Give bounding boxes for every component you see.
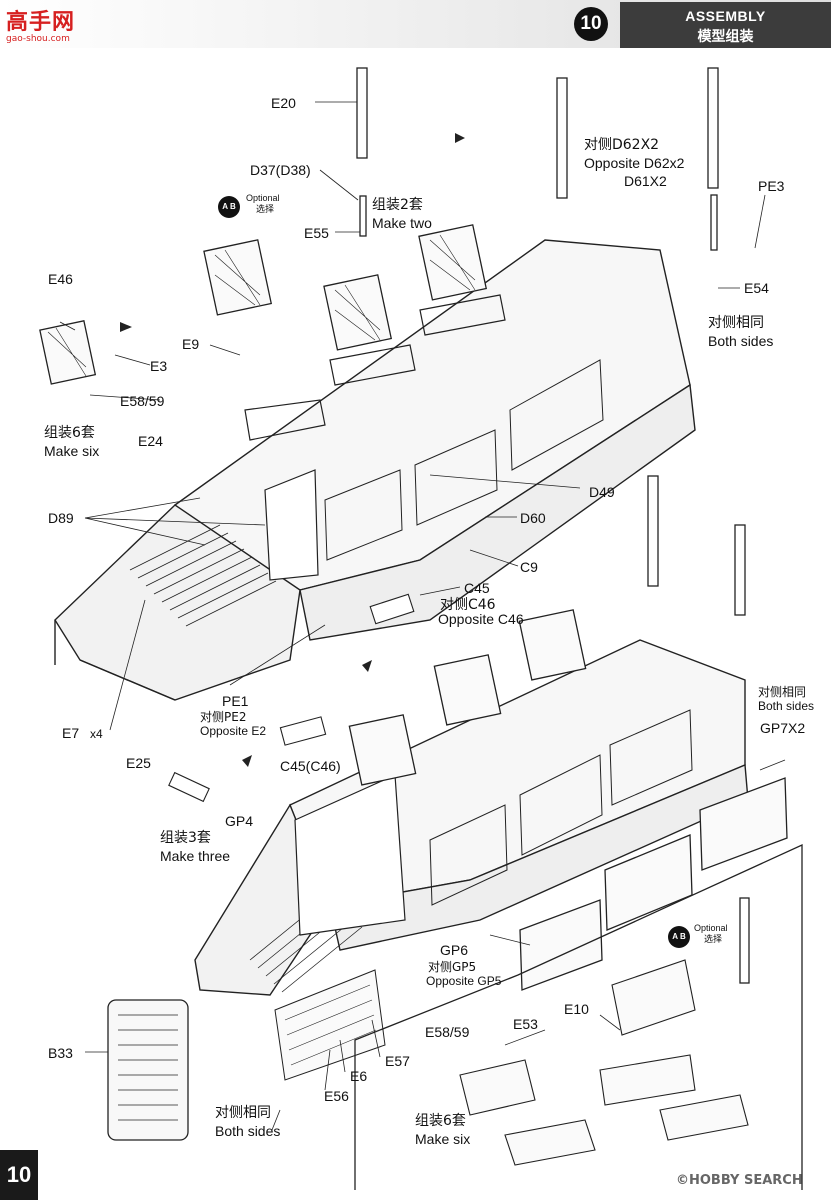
lower-windshield: [294, 774, 406, 936]
small-parts: [168, 593, 415, 803]
lower-leader-lines: [85, 759, 786, 1131]
note-en: Make two: [372, 215, 432, 231]
part-label: D60: [520, 510, 546, 526]
part-label: C45(C46): [280, 758, 341, 774]
note-en: Both sides: [215, 1123, 281, 1139]
radiator-b33: [107, 999, 189, 1141]
note-cn: 对侧PE2: [200, 710, 247, 724]
inset-parts: [459, 959, 749, 1166]
note-cn: 组装2套: [372, 197, 423, 213]
part-label: C45: [464, 580, 490, 596]
direction-arrows: [120, 133, 465, 767]
part-label: GP7X2: [760, 720, 806, 736]
part-label: E46: [48, 271, 73, 287]
upper-hatches: [39, 224, 488, 385]
note-cn: 组装6套: [44, 425, 95, 441]
part-quantity: x4: [90, 727, 103, 741]
part-label: B33: [48, 1045, 73, 1061]
front-grille-e6: [274, 969, 386, 1081]
part-label: PE3: [758, 178, 785, 194]
part-label: C9: [520, 559, 538, 575]
optional-label: Optional: [246, 193, 280, 203]
upper-antennas: [356, 67, 750, 984]
part-label: D89: [48, 510, 74, 526]
watermark: ©HOBBY SEARCH: [676, 1173, 803, 1188]
note-cn: 对侧C46: [440, 597, 496, 613]
part-label: E53: [513, 1016, 538, 1032]
note-cn: 对侧相同: [215, 1105, 271, 1121]
part-label: E58/59: [120, 393, 165, 409]
optional-badge: A B: [218, 196, 240, 218]
optional-label: Optional: [694, 923, 728, 933]
part-label: GP4: [225, 813, 254, 829]
note-en: Opposite D62x2: [584, 155, 685, 171]
part-label: E57: [385, 1053, 410, 1069]
note-en: Make six: [44, 443, 100, 459]
part-label: E24: [138, 433, 163, 449]
note-cn: 组装3套: [160, 830, 211, 846]
upper-side-windows: [324, 359, 604, 561]
optional-label-cn: 选择: [704, 935, 723, 945]
section-title: ASSEMBLY 模型组装: [620, 2, 831, 48]
note-en: Opposite GP5: [426, 974, 502, 988]
note-en: Make three: [160, 848, 231, 864]
note-en: Both sides: [708, 333, 774, 349]
upper-grille: [129, 524, 277, 627]
part-label: E3: [150, 358, 168, 374]
upper-seats: [244, 294, 506, 441]
part-label: E10: [564, 1001, 589, 1017]
optional-label-cn: 选择: [256, 205, 275, 215]
part-label: PE1: [222, 693, 249, 709]
part-label: D61X2: [624, 173, 667, 189]
lower-side-panels: [429, 709, 693, 906]
page-number: 10: [0, 1150, 38, 1200]
note-en: Both sides: [758, 699, 815, 713]
lower-window-plates: [519, 777, 788, 991]
part-label: E20: [271, 95, 296, 111]
note-en: Opposite C46: [438, 611, 524, 627]
note-cn: 组装6套: [415, 1113, 466, 1129]
note-cn: 对侧GP5: [428, 960, 477, 974]
part-label: E55: [304, 225, 329, 241]
title-english: ASSEMBLY: [685, 8, 766, 24]
part-label: E56: [324, 1088, 349, 1104]
upper-leader-lines: [59, 101, 766, 731]
part-label: D37(D38): [250, 162, 311, 178]
part-label: GP6: [440, 942, 469, 958]
optional-badge: A B: [668, 926, 690, 948]
inset-frame: [354, 843, 803, 1190]
note-cn: 对侧相同: [758, 685, 807, 699]
part-label: E9: [182, 336, 200, 352]
note-en: Opposite E2: [200, 724, 267, 738]
site-logo: 高手网 gao-shou.com: [6, 10, 76, 44]
upper-windshield: [264, 469, 319, 581]
part-label: E54: [744, 280, 769, 296]
part-label: E6: [350, 1068, 368, 1084]
title-chinese: 模型组装: [697, 29, 754, 45]
note-cn: 对侧相同: [708, 315, 764, 331]
part-label: E58/59: [425, 1024, 470, 1040]
part-label: E7: [62, 725, 80, 741]
note-cn: 对侧D62X2: [584, 137, 660, 153]
note-en: Make six: [415, 1131, 471, 1147]
part-label: D49: [589, 484, 615, 500]
step-number: 10: [574, 7, 608, 41]
part-label: E25: [126, 755, 151, 771]
lower-hatches: [348, 609, 587, 786]
